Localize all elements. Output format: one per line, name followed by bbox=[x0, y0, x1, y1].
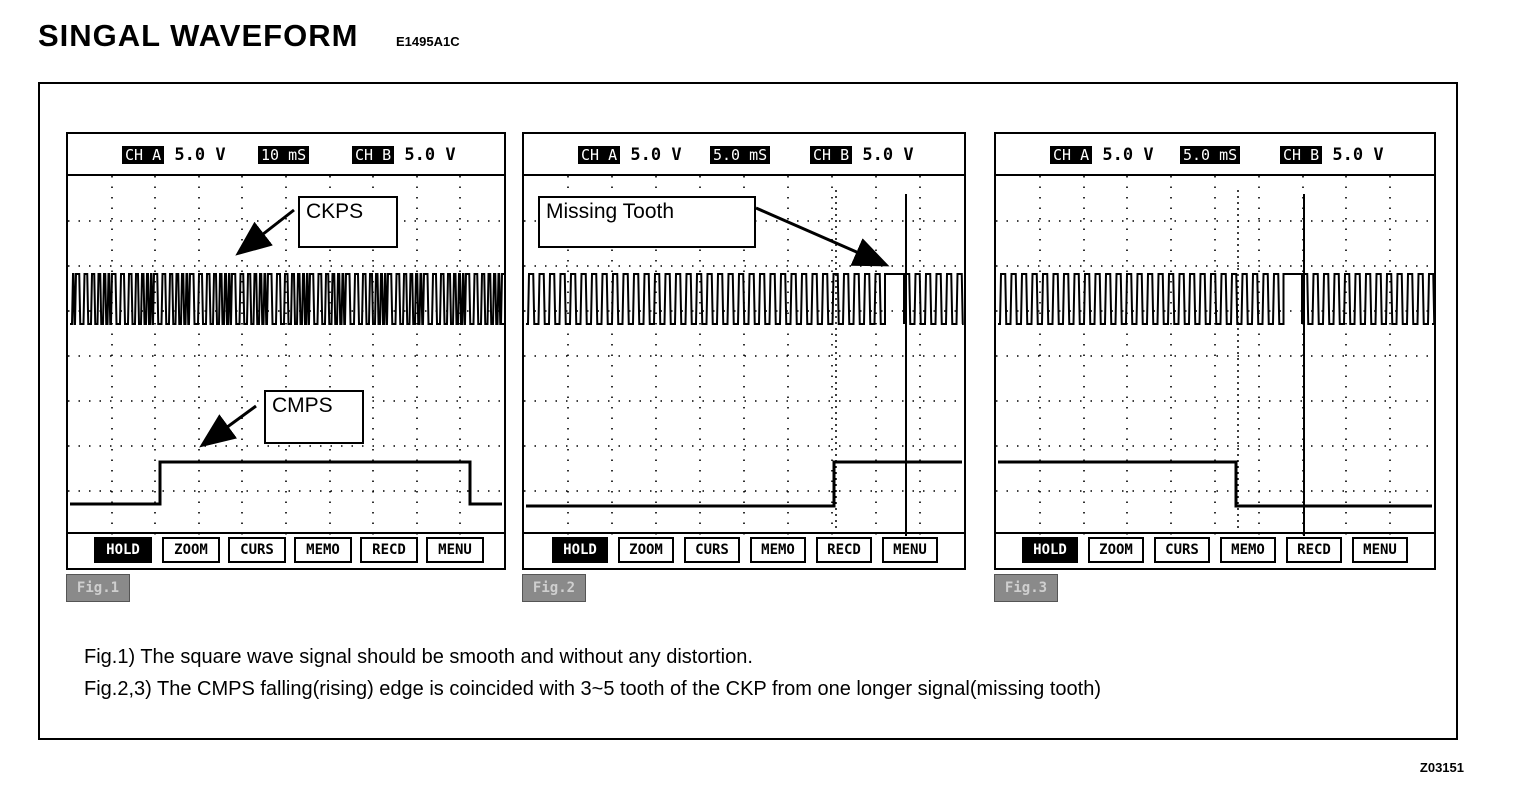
cmps-label: CMPS bbox=[264, 390, 364, 444]
zoom-button[interactable]: ZOOM bbox=[162, 537, 220, 563]
waveform-plot bbox=[524, 176, 964, 536]
figure-id: Z03151 bbox=[1419, 760, 1464, 775]
fig-tag-1: Fig.1 bbox=[66, 574, 130, 602]
grid bbox=[68, 176, 504, 536]
memo-button[interactable]: MEMO bbox=[1220, 537, 1276, 563]
channel-b-readout: CH B 5.0 V bbox=[352, 144, 456, 166]
waveform-plot bbox=[996, 176, 1434, 536]
channel-a-readout: CH A 5.0 V bbox=[578, 144, 682, 166]
fig-tag-2: Fig.2 bbox=[522, 574, 586, 602]
ckps-label: CKPS bbox=[298, 196, 398, 248]
timebase-value: 10 mS bbox=[258, 146, 310, 164]
menu-button[interactable]: MENU bbox=[1352, 537, 1408, 563]
channel-a-readout: CH A 5.0 V bbox=[1050, 144, 1154, 166]
hold-button[interactable]: HOLD bbox=[1022, 537, 1078, 563]
channel-b-label: CH B bbox=[1280, 146, 1323, 164]
channel-b-value: 5.0 V bbox=[404, 145, 456, 165]
cursor-button[interactable]: CURS bbox=[684, 537, 740, 563]
ckp-signal-trace bbox=[998, 273, 1434, 325]
channel-b-readout: CH B 5.0 V bbox=[810, 144, 914, 166]
figure-frame bbox=[38, 82, 1458, 740]
ckp-signal-trace bbox=[70, 273, 504, 325]
cursor-button[interactable]: CURS bbox=[228, 537, 286, 563]
grid bbox=[996, 176, 1434, 536]
cmp-signal-trace bbox=[70, 460, 502, 506]
scope-screen-3: CH A 5.0 V 5.0 mS CH B 5.0 V HOLD ZOOM C… bbox=[994, 132, 1436, 570]
record-button[interactable]: RECD bbox=[1286, 537, 1342, 563]
menu-button[interactable]: MENU bbox=[882, 537, 938, 563]
note-fig2-3: Fig.2,3) The CMPS falling(rising) edge i… bbox=[84, 678, 1101, 700]
hold-button[interactable]: HOLD bbox=[94, 537, 152, 563]
missing-tooth-label: Missing Tooth bbox=[538, 196, 756, 248]
note-fig1: Fig.1) The square wave signal should be … bbox=[84, 646, 753, 668]
waveform-plot bbox=[68, 176, 504, 536]
cmp-signal-trace bbox=[526, 460, 962, 508]
channel-b-label: CH B bbox=[352, 146, 395, 164]
hold-button[interactable]: HOLD bbox=[552, 537, 608, 563]
memo-button[interactable]: MEMO bbox=[294, 537, 352, 563]
channel-b-label: CH B bbox=[810, 146, 853, 164]
cursor-button[interactable]: CURS bbox=[1154, 537, 1210, 563]
timebase-value: 5.0 mS bbox=[710, 146, 771, 164]
channel-a-label: CH A bbox=[578, 146, 621, 164]
scope-header: CH A 5.0 V 10 mS CH B 5.0 V bbox=[68, 134, 504, 176]
zoom-button[interactable]: ZOOM bbox=[618, 537, 674, 563]
record-button[interactable]: RECD bbox=[360, 537, 418, 563]
ckp-signal-trace bbox=[526, 273, 964, 325]
document-code: E1495A1C bbox=[396, 34, 460, 49]
fig-tag-3: Fig.3 bbox=[994, 574, 1058, 602]
scope-screen-1: CH A 5.0 V 10 mS CH B 5.0 V HOLD ZOOM CU… bbox=[66, 132, 506, 570]
timebase-readout: 5.0 mS bbox=[710, 144, 771, 166]
record-button[interactable]: RECD bbox=[816, 537, 872, 563]
channel-b-readout: CH B 5.0 V bbox=[1280, 144, 1384, 166]
channel-b-value: 5.0 V bbox=[1332, 145, 1384, 165]
scope-menu-bar: HOLD ZOOM CURS MEMO RECD MENU bbox=[68, 532, 504, 568]
timebase-readout: 5.0 mS bbox=[1180, 144, 1241, 166]
page-title: SINGAL WAVEFORM bbox=[38, 18, 359, 53]
channel-a-label: CH A bbox=[122, 146, 165, 164]
channel-a-value: 5.0 V bbox=[174, 145, 226, 165]
scope-header: CH A 5.0 V 5.0 mS CH B 5.0 V bbox=[996, 134, 1434, 176]
channel-a-value: 5.0 V bbox=[630, 145, 682, 165]
cmp-signal-trace bbox=[998, 460, 1432, 508]
scope-menu-bar: HOLD ZOOM CURS MEMO RECD MENU bbox=[524, 532, 964, 568]
channel-a-label: CH A bbox=[1050, 146, 1093, 164]
channel-a-readout: CH A 5.0 V bbox=[122, 144, 226, 166]
scope-header: CH A 5.0 V 5.0 mS CH B 5.0 V bbox=[524, 134, 964, 176]
timebase-value: 5.0 mS bbox=[1180, 146, 1241, 164]
scope-menu-bar: HOLD ZOOM CURS MEMO RECD MENU bbox=[996, 532, 1434, 568]
zoom-button[interactable]: ZOOM bbox=[1088, 537, 1144, 563]
memo-button[interactable]: MEMO bbox=[750, 537, 806, 563]
channel-a-value: 5.0 V bbox=[1102, 145, 1154, 165]
timebase-readout: 10 mS bbox=[258, 144, 310, 166]
channel-b-value: 5.0 V bbox=[862, 145, 914, 165]
menu-button[interactable]: MENU bbox=[426, 537, 484, 563]
grid bbox=[524, 176, 964, 536]
